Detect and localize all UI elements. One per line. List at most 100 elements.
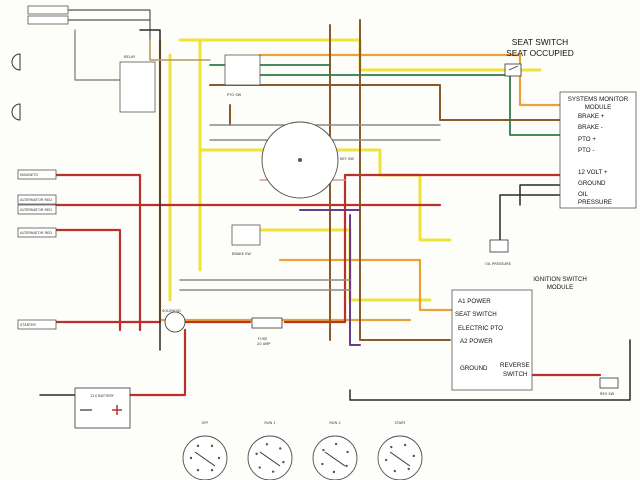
systems-monitor-pin-label: BRAKE - xyxy=(578,124,603,131)
switch-dial-label: START xyxy=(394,421,406,425)
ignition-module-title: IGNITION SWITCH xyxy=(533,276,587,283)
oil-pressure-icon xyxy=(489,239,509,253)
switch-dial: OFF xyxy=(182,421,228,480)
switch-dial-circle xyxy=(312,435,358,480)
reverse-switch: REV SW xyxy=(599,377,619,396)
wire-red xyxy=(53,173,142,332)
left-box-3 xyxy=(17,227,57,238)
switch-dial-jumper xyxy=(389,451,411,467)
switch-dial-terminal xyxy=(189,456,193,460)
switch-dial-terminal xyxy=(265,443,269,446)
systems-monitor-pin-label: BRAKE + xyxy=(578,113,605,120)
systems-monitor-pin-label: GROUND xyxy=(578,180,606,187)
left-box-4 xyxy=(17,319,57,330)
switch-dial-jumper xyxy=(259,451,281,467)
wire-red xyxy=(53,228,122,332)
switch-dial-terminal xyxy=(412,454,416,458)
switch-dial-label: RUN 2 xyxy=(329,421,340,425)
ignition-module-pin-label: ELECTRIC PTO xyxy=(458,325,503,332)
left-box-1 xyxy=(17,194,57,205)
switch-dial-terminal xyxy=(279,447,282,450)
pto-switch-label: PTO SW xyxy=(227,93,242,97)
systems-monitor-pin-label: OIL xyxy=(578,191,589,198)
left-box-label: ALTERNATOR RED xyxy=(20,198,52,202)
seat-switch-subtitle: SEAT OCCUPIED xyxy=(506,48,574,58)
switch-dial-label: RUN 1 xyxy=(264,421,275,425)
switch-dial: RUN 1 xyxy=(247,421,293,480)
seat-switch-icon xyxy=(504,63,522,77)
relay-label: RELAY xyxy=(124,55,136,59)
wire-orange xyxy=(258,53,562,107)
switch-dial-terminal xyxy=(322,448,325,452)
switch-dial: RUN 2 xyxy=(312,421,358,480)
key-switch-center xyxy=(298,158,302,162)
switch-dial-circle xyxy=(377,435,423,480)
systems-monitor-pin-label: PTO + xyxy=(578,136,596,143)
left-box-2 xyxy=(17,204,57,215)
wire-tan xyxy=(149,39,211,61)
fuse-label: FUSE xyxy=(258,337,268,341)
switch-dial-jumper xyxy=(324,451,346,467)
switch-dial-terminal xyxy=(403,443,407,447)
wire-brown xyxy=(359,19,451,341)
left-box-0 xyxy=(17,169,57,180)
switch-dial-terminal xyxy=(210,468,214,472)
battery-label: 12V BATTERY xyxy=(90,394,115,398)
battery-block: 12V BATTERY xyxy=(74,387,131,429)
switch-dial-terminal xyxy=(196,468,200,472)
switch-dial-terminal xyxy=(393,469,397,473)
wire-orange xyxy=(278,258,457,312)
wire-red xyxy=(283,173,562,324)
ignition-module-pin-label: SEAT SWITCH xyxy=(455,311,497,318)
wire-black xyxy=(349,339,631,401)
switch-dial-terminal xyxy=(255,452,258,456)
ignition-module-pin-label: A2 POWER xyxy=(460,338,493,345)
left-box-label: ALTERNATOR RED xyxy=(20,231,52,235)
switch-dial-terminal xyxy=(390,445,393,449)
wire-brown xyxy=(209,84,561,121)
switch-dial-terminal xyxy=(196,444,200,448)
wire-purple xyxy=(349,214,361,346)
systems-monitor-pin-label: 12 VOLT + xyxy=(578,169,608,176)
wire-yellow xyxy=(378,173,452,242)
systems-monitor-pins: BRAKE +BRAKE -PTO +PTO -12 VOLT +GROUNDO… xyxy=(578,113,612,206)
oil-pressure-sender: OIL PRESSURE xyxy=(485,239,512,266)
systems-monitor-box xyxy=(559,91,637,209)
fuse-rating: 20 AMP xyxy=(257,342,271,346)
ignition-module-box xyxy=(451,289,533,391)
ignition-module-pin-label: REVERSE xyxy=(500,362,530,369)
switch-dial-terminal xyxy=(210,444,214,448)
switch-dial-label: OFF xyxy=(202,421,209,425)
headlight-group xyxy=(11,5,156,121)
key-switch-label: KEY SW xyxy=(340,157,354,161)
systems-monitor-title: SYSTEMS MONITOR xyxy=(568,96,629,103)
switch-dial-terminal xyxy=(345,464,348,468)
ignition-module-pin-label: GROUND xyxy=(460,365,488,372)
switch-dial-terminal xyxy=(321,462,324,466)
switch-dial-circle xyxy=(182,435,228,480)
wire-gray xyxy=(74,29,121,81)
switch-dial-terminal xyxy=(217,456,221,460)
wire-red xyxy=(128,328,187,397)
reverse-switch-label: REV SW xyxy=(600,392,615,396)
fuse-icon xyxy=(251,317,283,329)
switch-dial-terminal xyxy=(271,470,275,473)
wire-layer xyxy=(27,9,631,401)
solenoid-label: SOLENOID xyxy=(162,309,181,313)
fuse-block: FUSE 20 AMP xyxy=(251,317,283,346)
reverse-switch-icon xyxy=(599,377,619,389)
switch-dial-circle xyxy=(247,435,293,480)
switch-dial-terminal xyxy=(334,442,338,446)
wire-yellow xyxy=(198,148,382,177)
wire-black xyxy=(139,29,161,351)
seat-switch-block: SEAT SWITCH SEAT OCCUPIED xyxy=(504,37,574,77)
wire-black xyxy=(499,194,561,241)
switch-dial-terminal xyxy=(384,458,388,462)
ignition-module-pin-label: SWITCH xyxy=(503,371,527,378)
switch-dial: START xyxy=(377,421,423,480)
connector-box-top-2 xyxy=(27,15,69,25)
pto-switch-box xyxy=(224,54,261,86)
switch-dial-terminal xyxy=(332,470,336,474)
starter-solenoid: SOLENOID xyxy=(162,309,186,333)
